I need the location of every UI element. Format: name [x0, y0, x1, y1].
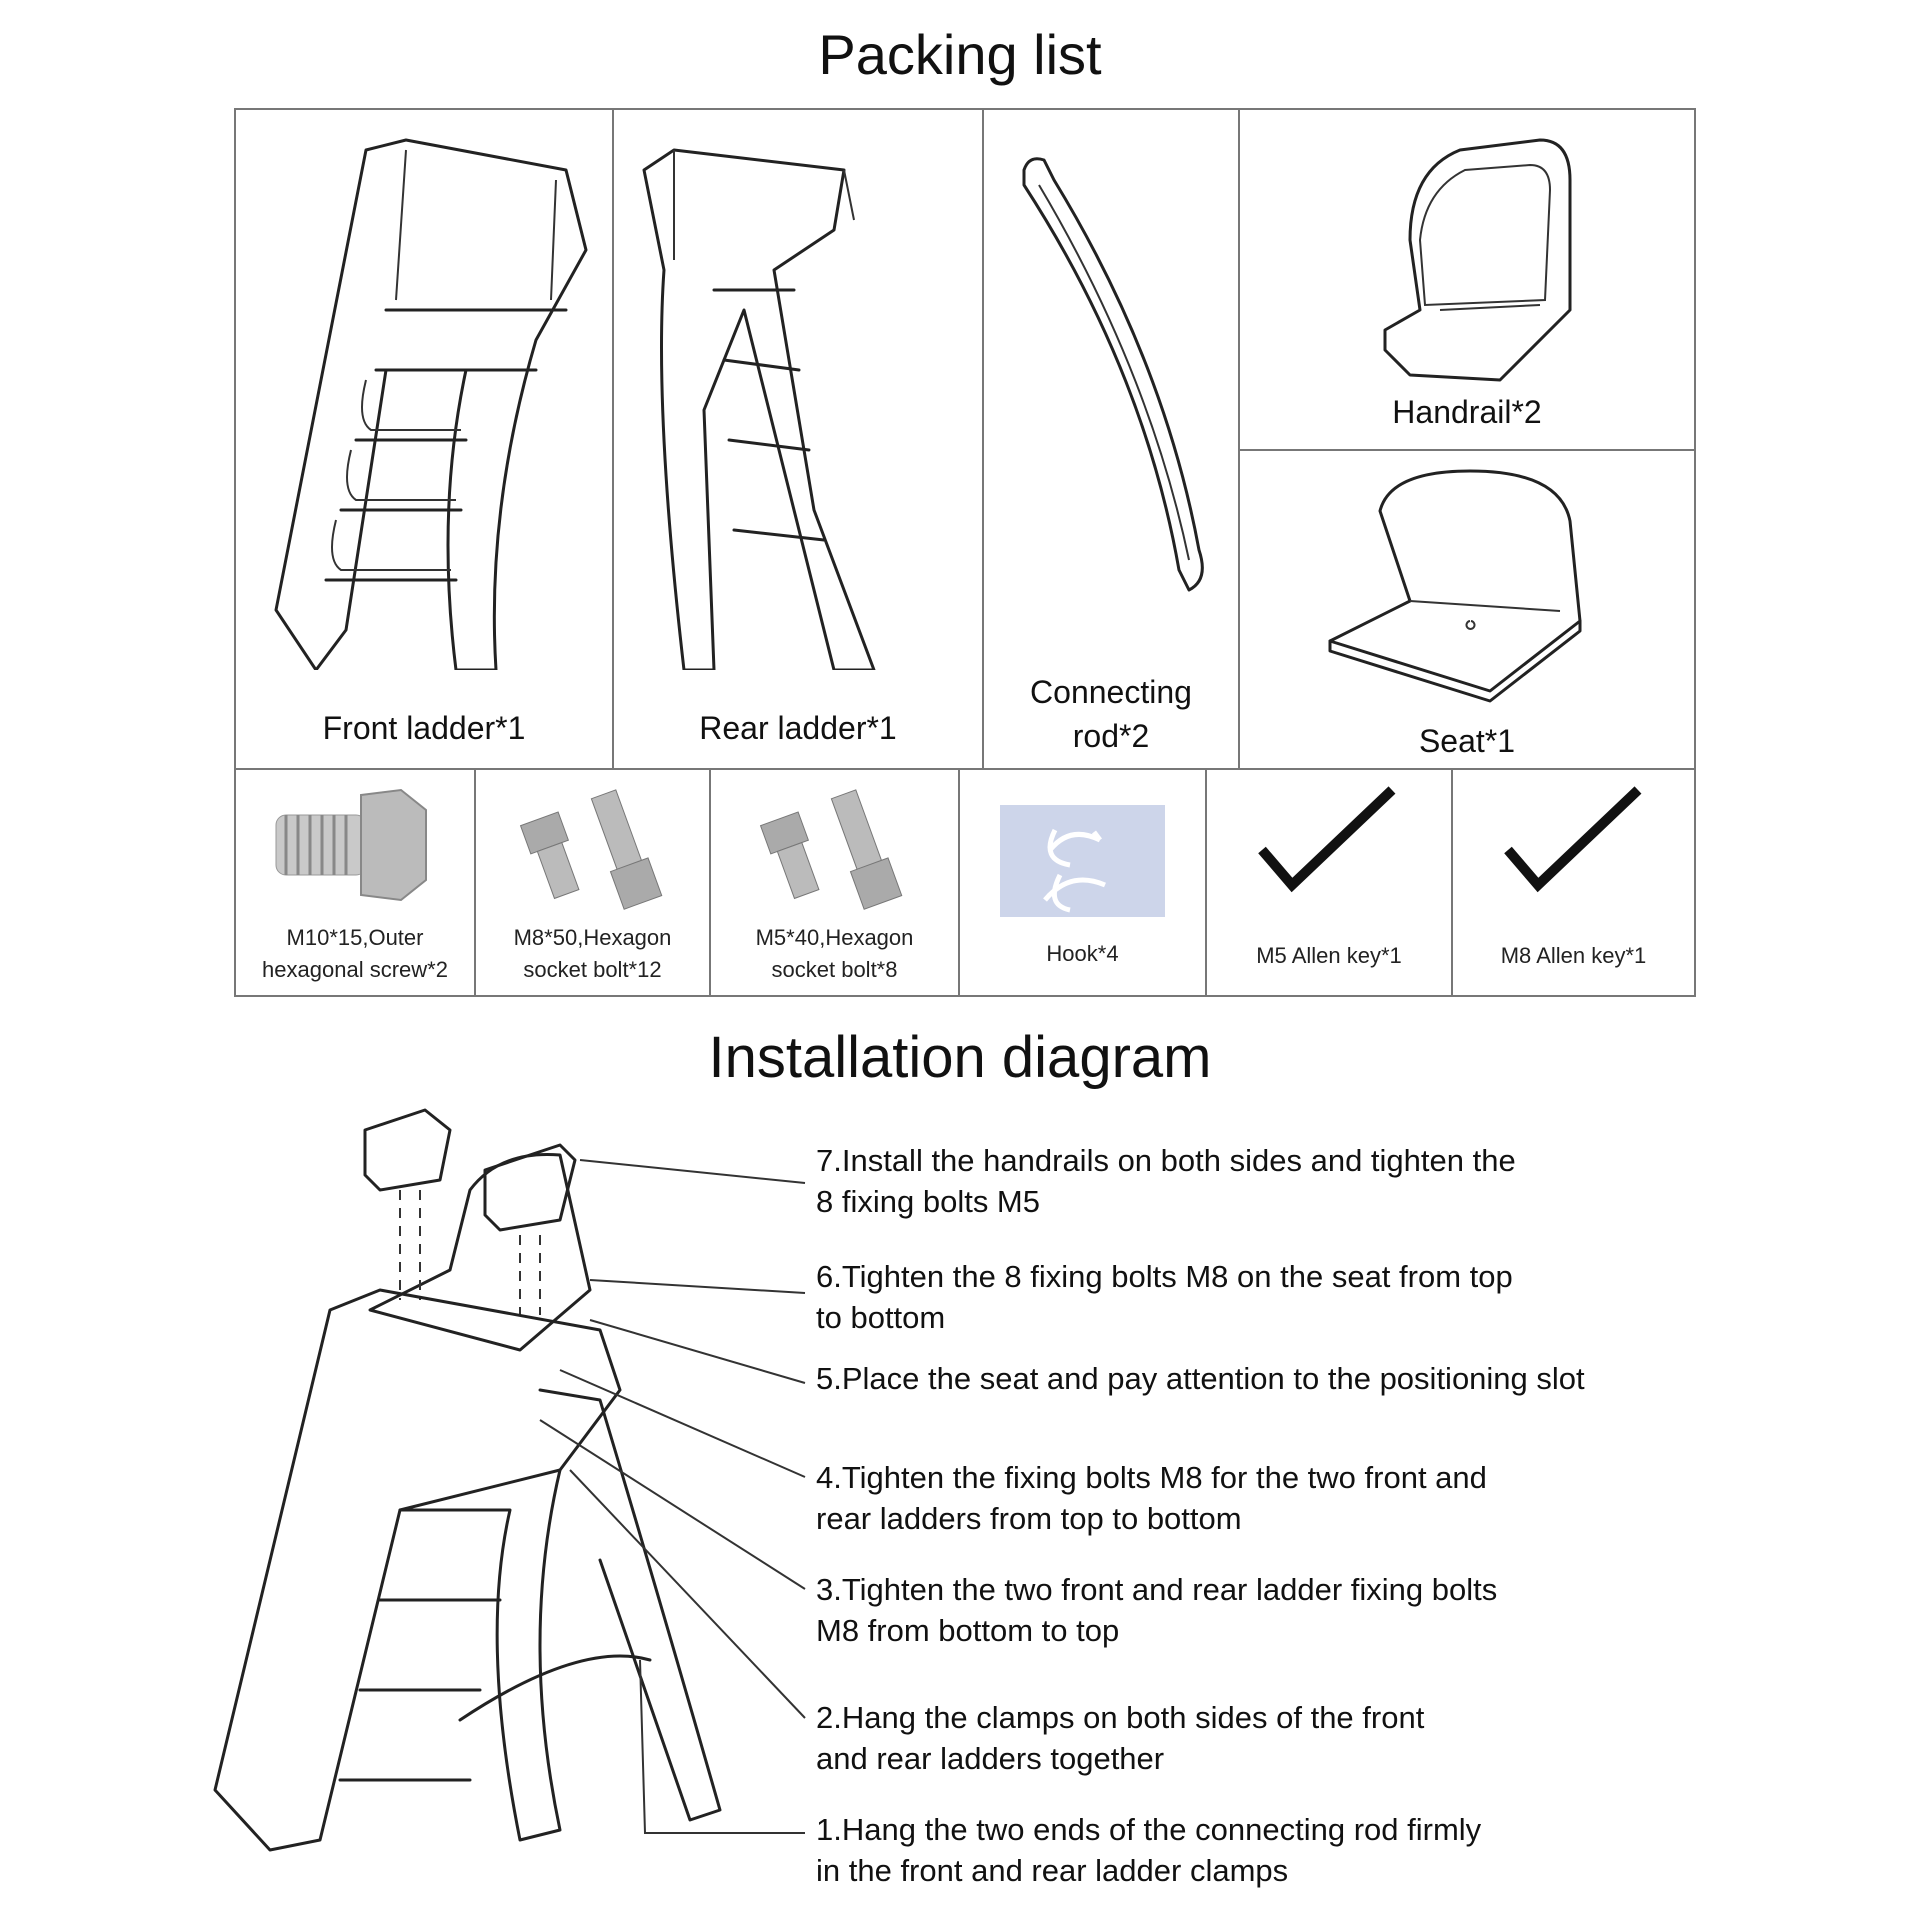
- hex-screw-icon: [275, 788, 427, 902]
- socket-bolt-icon: [519, 789, 663, 910]
- item-connecting-rod: Connecting rod*2: [982, 108, 1240, 770]
- allen-key-icon: [1504, 786, 1642, 893]
- step-3-line1: 3.Tighten the two front and rear ladder …: [816, 1572, 1498, 1607]
- handrail-label: Handrail*2: [1392, 394, 1542, 430]
- step-4: 4.Tighten the fixing bolts M8 for the tw…: [816, 1457, 1487, 1539]
- item-m5-allen-key: M5 Allen key*1: [1205, 768, 1453, 997]
- handrail-icon: [1383, 138, 1572, 382]
- step-2: 2.Hang the clamps on both sides of the f…: [816, 1697, 1424, 1779]
- m8-allen-key-label: M8 Allen key*1: [1500, 943, 1647, 968]
- hook-label: Hook*4: [1046, 941, 1119, 966]
- front-ladder-label: Front ladder*1: [322, 710, 526, 746]
- step-6: 6.Tighten the 8 fixing bolts M8 on the s…: [816, 1256, 1513, 1338]
- item-seat: Seat*1: [1238, 449, 1696, 770]
- item-m8-allen-key: M8 Allen key*1: [1451, 768, 1696, 997]
- assembled-chair-illustration: [213, 1108, 806, 1852]
- m5-bolt-label-line2: socket bolt*8: [771, 957, 898, 982]
- item-m8-socket-bolt: M8*50,Hexagon socket bolt*12: [474, 768, 711, 997]
- installation-diagram-title: Installation diagram: [708, 1025, 1212, 1090]
- hook-icon: [1000, 805, 1165, 917]
- step-7-line2: 8 fixing bolts M5: [816, 1184, 1040, 1219]
- step-1-line1: 1.Hang the two ends of the connecting ro…: [816, 1812, 1482, 1847]
- step-2-line2: and rear ladders together: [816, 1741, 1165, 1776]
- item-hex-screw: M10*15,Outer hexagonal screw*2: [234, 768, 476, 997]
- rear-ladder-icon: [642, 148, 876, 670]
- item-m5-socket-bolt: M5*40,Hexagon socket bolt*8: [709, 768, 960, 997]
- item-hook: Hook*4: [958, 768, 1207, 997]
- step-5: 5.Place the seat and pay attention to th…: [816, 1358, 1585, 1399]
- item-handrail: Handrail*2: [1238, 108, 1696, 451]
- m5-bolt-label-line1: M5*40,Hexagon: [755, 925, 914, 950]
- rear-ladder-label: Rear ladder*1: [699, 710, 897, 746]
- step-6-line1: 6.Tighten the 8 fixing bolts M8 on the s…: [816, 1259, 1513, 1294]
- step-6-line2: to bottom: [816, 1300, 946, 1335]
- connecting-rod-icon: [1022, 157, 1204, 592]
- connecting-rod-label-line2: rod*2: [1072, 718, 1150, 754]
- item-rear-ladder: Rear ladder*1: [612, 108, 984, 770]
- seat-label: Seat*1: [1418, 723, 1516, 759]
- step-1-line2: in the front and rear ladder clamps: [816, 1853, 1289, 1888]
- step-3: 3.Tighten the two front and rear ladder …: [816, 1569, 1497, 1651]
- step-7-line1: 7.Install the handrails on both sides an…: [816, 1143, 1516, 1178]
- hex-screw-label-line1: M10*15,Outer: [286, 925, 424, 950]
- allen-key-icon: [1258, 786, 1396, 893]
- step-3-line2: M8 from bottom to top: [816, 1613, 1120, 1648]
- step-1: 1.Hang the two ends of the connecting ro…: [816, 1809, 1481, 1891]
- step-2-line1: 2.Hang the clamps on both sides of the f…: [816, 1700, 1425, 1735]
- front-ladder-icon: [274, 138, 588, 670]
- step-4-line2: rear ladders from top to bottom: [816, 1501, 1242, 1536]
- packing-list-title: Packing list: [818, 23, 1102, 86]
- hex-screw-label-line2: hexagonal screw*2: [262, 957, 448, 982]
- connecting-rod-label-line1: Connecting: [1030, 674, 1192, 710]
- step-7: 7.Install the handrails on both sides an…: [816, 1140, 1516, 1222]
- m8-bolt-label-line2: socket bolt*12: [523, 957, 662, 982]
- item-front-ladder: Front ladder*1: [234, 108, 614, 770]
- socket-bolt-icon: [759, 789, 903, 910]
- step-5-line1: 5.Place the seat and pay attention to th…: [816, 1361, 1585, 1396]
- seat-icon: [1328, 469, 1582, 703]
- m5-allen-key-label: M5 Allen key*1: [1256, 943, 1402, 968]
- step-4-line1: 4.Tighten the fixing bolts M8 for the tw…: [816, 1460, 1487, 1495]
- m8-bolt-label-line1: M8*50,Hexagon: [513, 925, 672, 950]
